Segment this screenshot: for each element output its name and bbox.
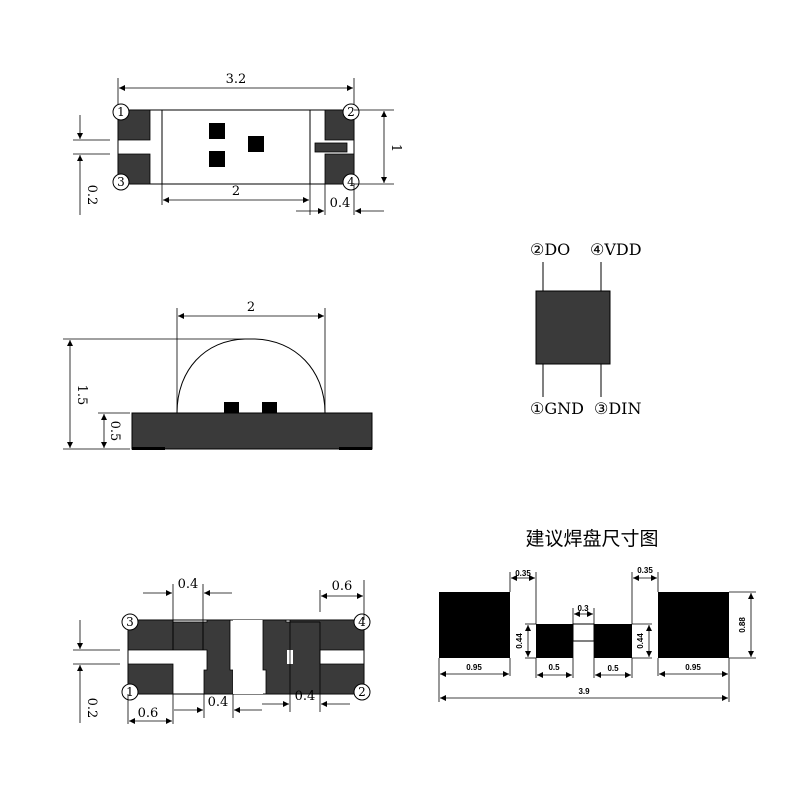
bottom-right-0.4-label: 0.4 <box>295 689 316 704</box>
total-height-1.5-label: 1.5 <box>74 385 89 406</box>
bottom-mid-0.4-label: 0.4 <box>208 695 229 710</box>
svg-text:3: 3 <box>126 615 134 629</box>
gap-0.2-label: 0.2 <box>84 698 99 719</box>
small-pad-width-left-label: 0.5 <box>548 663 560 672</box>
top-0.4-label: 0.4 <box>178 577 199 592</box>
pin-3-marker: 3 <box>121 613 139 631</box>
side-view: 2 1.5 0.5 <box>63 300 373 450</box>
pinout-schematic: ②DO ④VDD ①GND ③DIN <box>530 240 642 418</box>
gap-right-0.35-label: 0.35 <box>637 566 653 575</box>
base-height-0.5-label: 0.5 <box>107 421 122 442</box>
pin-4-marker: 4 <box>353 613 371 631</box>
inner-width-2-label: 2 <box>232 184 240 199</box>
top-view: 3.2 1 2 3 4 <box>73 72 403 215</box>
gap-left-0.35-label: 0.35 <box>515 569 531 578</box>
top-0.6-label: 0.6 <box>332 579 353 594</box>
gap-0.2-label: 0.2 <box>84 185 99 206</box>
pin-1-marker: 1 <box>112 103 130 121</box>
bottom-0.6-label: 0.6 <box>138 706 159 721</box>
pin-3-marker: 3 <box>112 173 130 191</box>
large-pad-width-left-label: 0.95 <box>466 663 482 672</box>
pin-do-label: ②DO <box>530 240 570 259</box>
land-pattern: 建议焊盘尺寸图 0.35 0.35 0.3 0.44 0.44 <box>438 528 756 702</box>
small-pad-height-right-label: 0.44 <box>636 633 645 649</box>
svg-text:1: 1 <box>117 105 125 119</box>
center-gap-0.3-label: 0.3 <box>577 604 589 613</box>
svg-text:4: 4 <box>358 615 366 629</box>
pin-din-label: ③DIN <box>594 399 642 418</box>
dome-width-2-label: 2 <box>247 300 255 315</box>
pin-vdd-label: ④VDD <box>590 240 642 259</box>
small-pad-height-left-label: 0.44 <box>515 633 524 649</box>
pin-gnd-label: ①GND <box>530 399 584 418</box>
pin-1-marker: 1 <box>121 683 139 701</box>
height-1-label: 1 <box>388 144 403 152</box>
pad-width-0.4-label: 0.4 <box>330 196 351 211</box>
pin-2-marker: 2 <box>342 103 360 121</box>
pin-4-marker: 4 <box>342 173 360 191</box>
bottom-view: 3 4 1 2 0.4 0.6 0.2 <box>73 577 371 724</box>
total-width-3.9-label: 3.9 <box>578 687 590 696</box>
svg-text:1: 1 <box>126 685 134 699</box>
land-pattern-title: 建议焊盘尺寸图 <box>525 528 658 550</box>
width-3.2-label: 3.2 <box>226 72 247 87</box>
svg-text:4: 4 <box>347 175 355 189</box>
svg-text:2: 2 <box>358 685 366 699</box>
pin-2-marker: 2 <box>353 683 371 701</box>
small-pad-width-right-label: 0.5 <box>607 664 619 673</box>
large-pad-height-0.88-label: 0.88 <box>738 617 747 633</box>
svg-text:2: 2 <box>347 105 355 119</box>
large-pad-width-right-label: 0.95 <box>685 663 701 672</box>
svg-text:3: 3 <box>117 175 125 189</box>
